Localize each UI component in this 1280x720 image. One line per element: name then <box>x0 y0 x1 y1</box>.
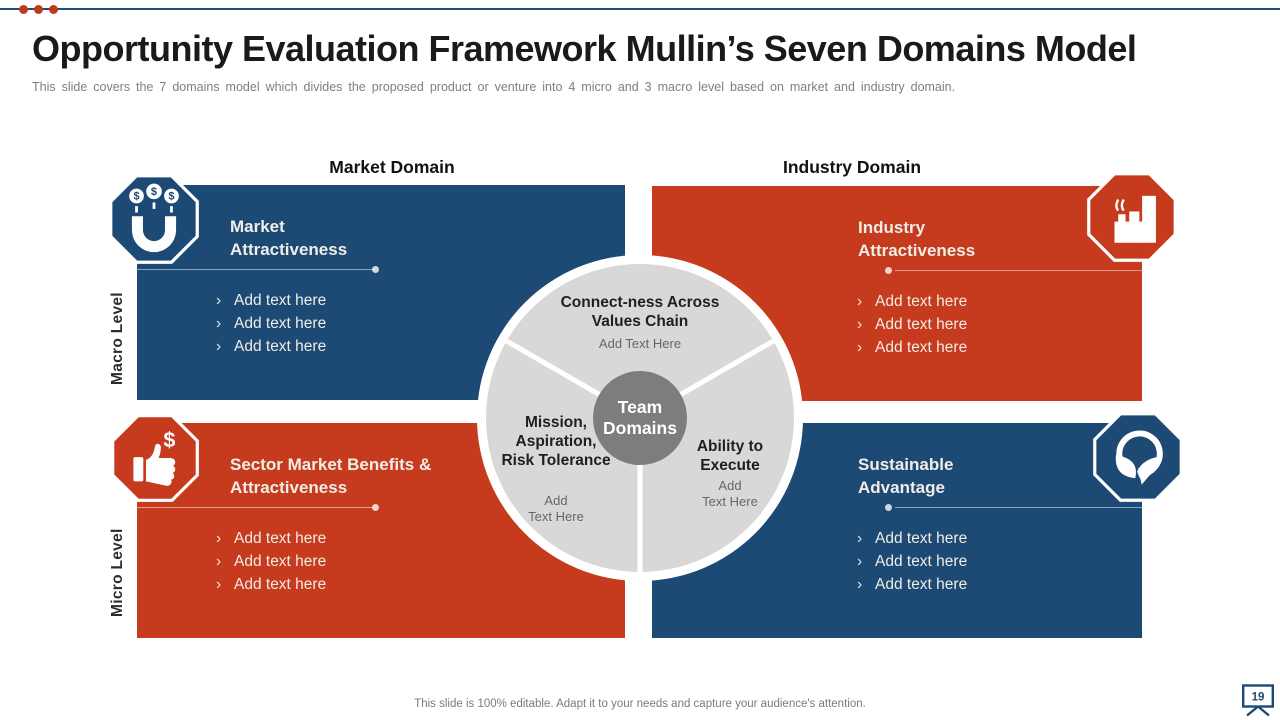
chevron-bullet-icon: › <box>857 530 863 547</box>
bullet-text: Add text here <box>875 339 968 356</box>
industry-domain-header: Industry Domain <box>782 157 922 177</box>
bullet-text: Add text here <box>234 338 327 355</box>
bullet-item: › Add text here <box>216 335 326 358</box>
bullet-item: › Add text here <box>216 527 326 550</box>
micro-level-label: Micro Level <box>109 528 126 618</box>
bullet-item: › Add text here <box>857 313 967 336</box>
chevron-bullet-icon: › <box>216 338 222 355</box>
underline-dot-icon <box>372 504 379 511</box>
title-underline <box>895 270 1142 271</box>
bullet-item: › Add text here <box>216 550 326 573</box>
bullet-list: › Add text here › Add text here › Add text … <box>857 290 967 359</box>
factory-icon <box>1087 172 1177 262</box>
segment-ability-label: Ability to Execute <box>696 438 764 474</box>
accent-dot-icon <box>34 5 43 14</box>
magnet-dollar-icon: $ $ $ <box>109 174 199 264</box>
hub-label: Team Domains <box>603 397 677 438</box>
chevron-bullet-icon: › <box>216 315 222 332</box>
chevron-bullet-icon: › <box>216 553 222 570</box>
bullet-text: Add text here <box>875 530 968 547</box>
accent-dot-icon <box>19 5 28 14</box>
bullet-list: › Add text here › Add text here › Add text … <box>216 527 326 596</box>
chevron-bullet-icon: › <box>216 576 222 593</box>
hub-team-domains: Team Domains <box>593 371 687 465</box>
svg-text:$: $ <box>133 191 139 203</box>
market-domain-header: Market Domain <box>329 157 455 177</box>
bullet-text: Add text here <box>234 530 327 547</box>
title-underline <box>137 507 375 508</box>
slide-subtitle: This slide covers the 7 domains model wh… <box>32 80 956 94</box>
svg-text:$: $ <box>163 427 175 452</box>
bullet-item: › Add text here <box>857 336 967 359</box>
segment-placeholder: Add Text Here <box>702 478 758 509</box>
title-underline <box>895 507 1142 508</box>
chevron-bullet-icon: › <box>857 316 863 333</box>
macro-level-label: Macro Level <box>109 292 126 386</box>
accent-dot-icon <box>49 5 58 14</box>
bullet-text: Add text here <box>234 315 327 332</box>
bullet-item: › Add text here <box>857 527 967 550</box>
quadrant-title: Sector Market Benefits & Attractiveness <box>230 455 432 497</box>
bullet-text: Add text here <box>234 576 327 593</box>
bullet-text: Add text here <box>234 553 327 570</box>
chevron-bullet-icon: › <box>857 576 863 593</box>
chevron-bullet-icon: › <box>857 553 863 570</box>
bullet-list: › Add text here › Add text here › Add text … <box>216 289 326 358</box>
bullet-text: Add text here <box>875 316 968 333</box>
chevron-bullet-icon: › <box>216 530 222 547</box>
bullet-text: Add text here <box>875 553 968 570</box>
page-number-board-icon: 19 <box>1242 684 1275 717</box>
bullet-text: Add text here <box>234 292 327 309</box>
segment-placeholder: Add Text Here <box>528 493 584 524</box>
quadrant-title: Sustainable Advantage <box>858 455 954 497</box>
underline-dot-icon <box>885 504 892 511</box>
segment-mission-label: Mission, Aspiration, Risk Tolerance <box>501 414 611 469</box>
quadrant-title: Market Attractiveness <box>230 217 348 259</box>
quadrant-title: Industry Attractiveness <box>858 218 976 260</box>
title-underline <box>137 269 375 270</box>
chevron-bullet-icon: › <box>216 292 222 309</box>
bullet-item: › Add text here <box>216 312 326 335</box>
chevron-bullet-icon: › <box>857 339 863 356</box>
svg-text:$: $ <box>151 186 157 198</box>
eco-leaves-icon <box>1093 412 1183 502</box>
top-accent-line <box>0 8 1280 10</box>
svg-text:$: $ <box>168 191 174 203</box>
bullet-item: › Add text here <box>216 289 326 312</box>
bullet-text: Add text here <box>875 293 968 310</box>
underline-dot-icon <box>372 266 379 273</box>
segment-placeholder: Add Text Here <box>598 336 682 351</box>
bullet-item: › Add text here <box>857 573 967 596</box>
bullet-item: › Add text here <box>216 573 326 596</box>
bullet-item: › Add text here <box>857 550 967 573</box>
bullet-list: › Add text here › Add text here › Add text … <box>857 527 967 596</box>
underline-dot-icon <box>885 267 892 274</box>
bullet-text: Add text here <box>875 576 968 593</box>
footer-note: This slide is 100% editable. Adapt it to… <box>414 698 866 710</box>
bullet-item: › Add text here <box>857 290 967 313</box>
segment-connectness-label: Connect-ness Across Values Chain <box>560 294 720 330</box>
chevron-bullet-icon: › <box>857 293 863 310</box>
thumbs-up-dollar-icon: $ <box>111 414 199 502</box>
page-number: 19 <box>1252 692 1265 704</box>
page-title: Opportunity Evaluation Framework Mullin’… <box>32 28 1137 69</box>
